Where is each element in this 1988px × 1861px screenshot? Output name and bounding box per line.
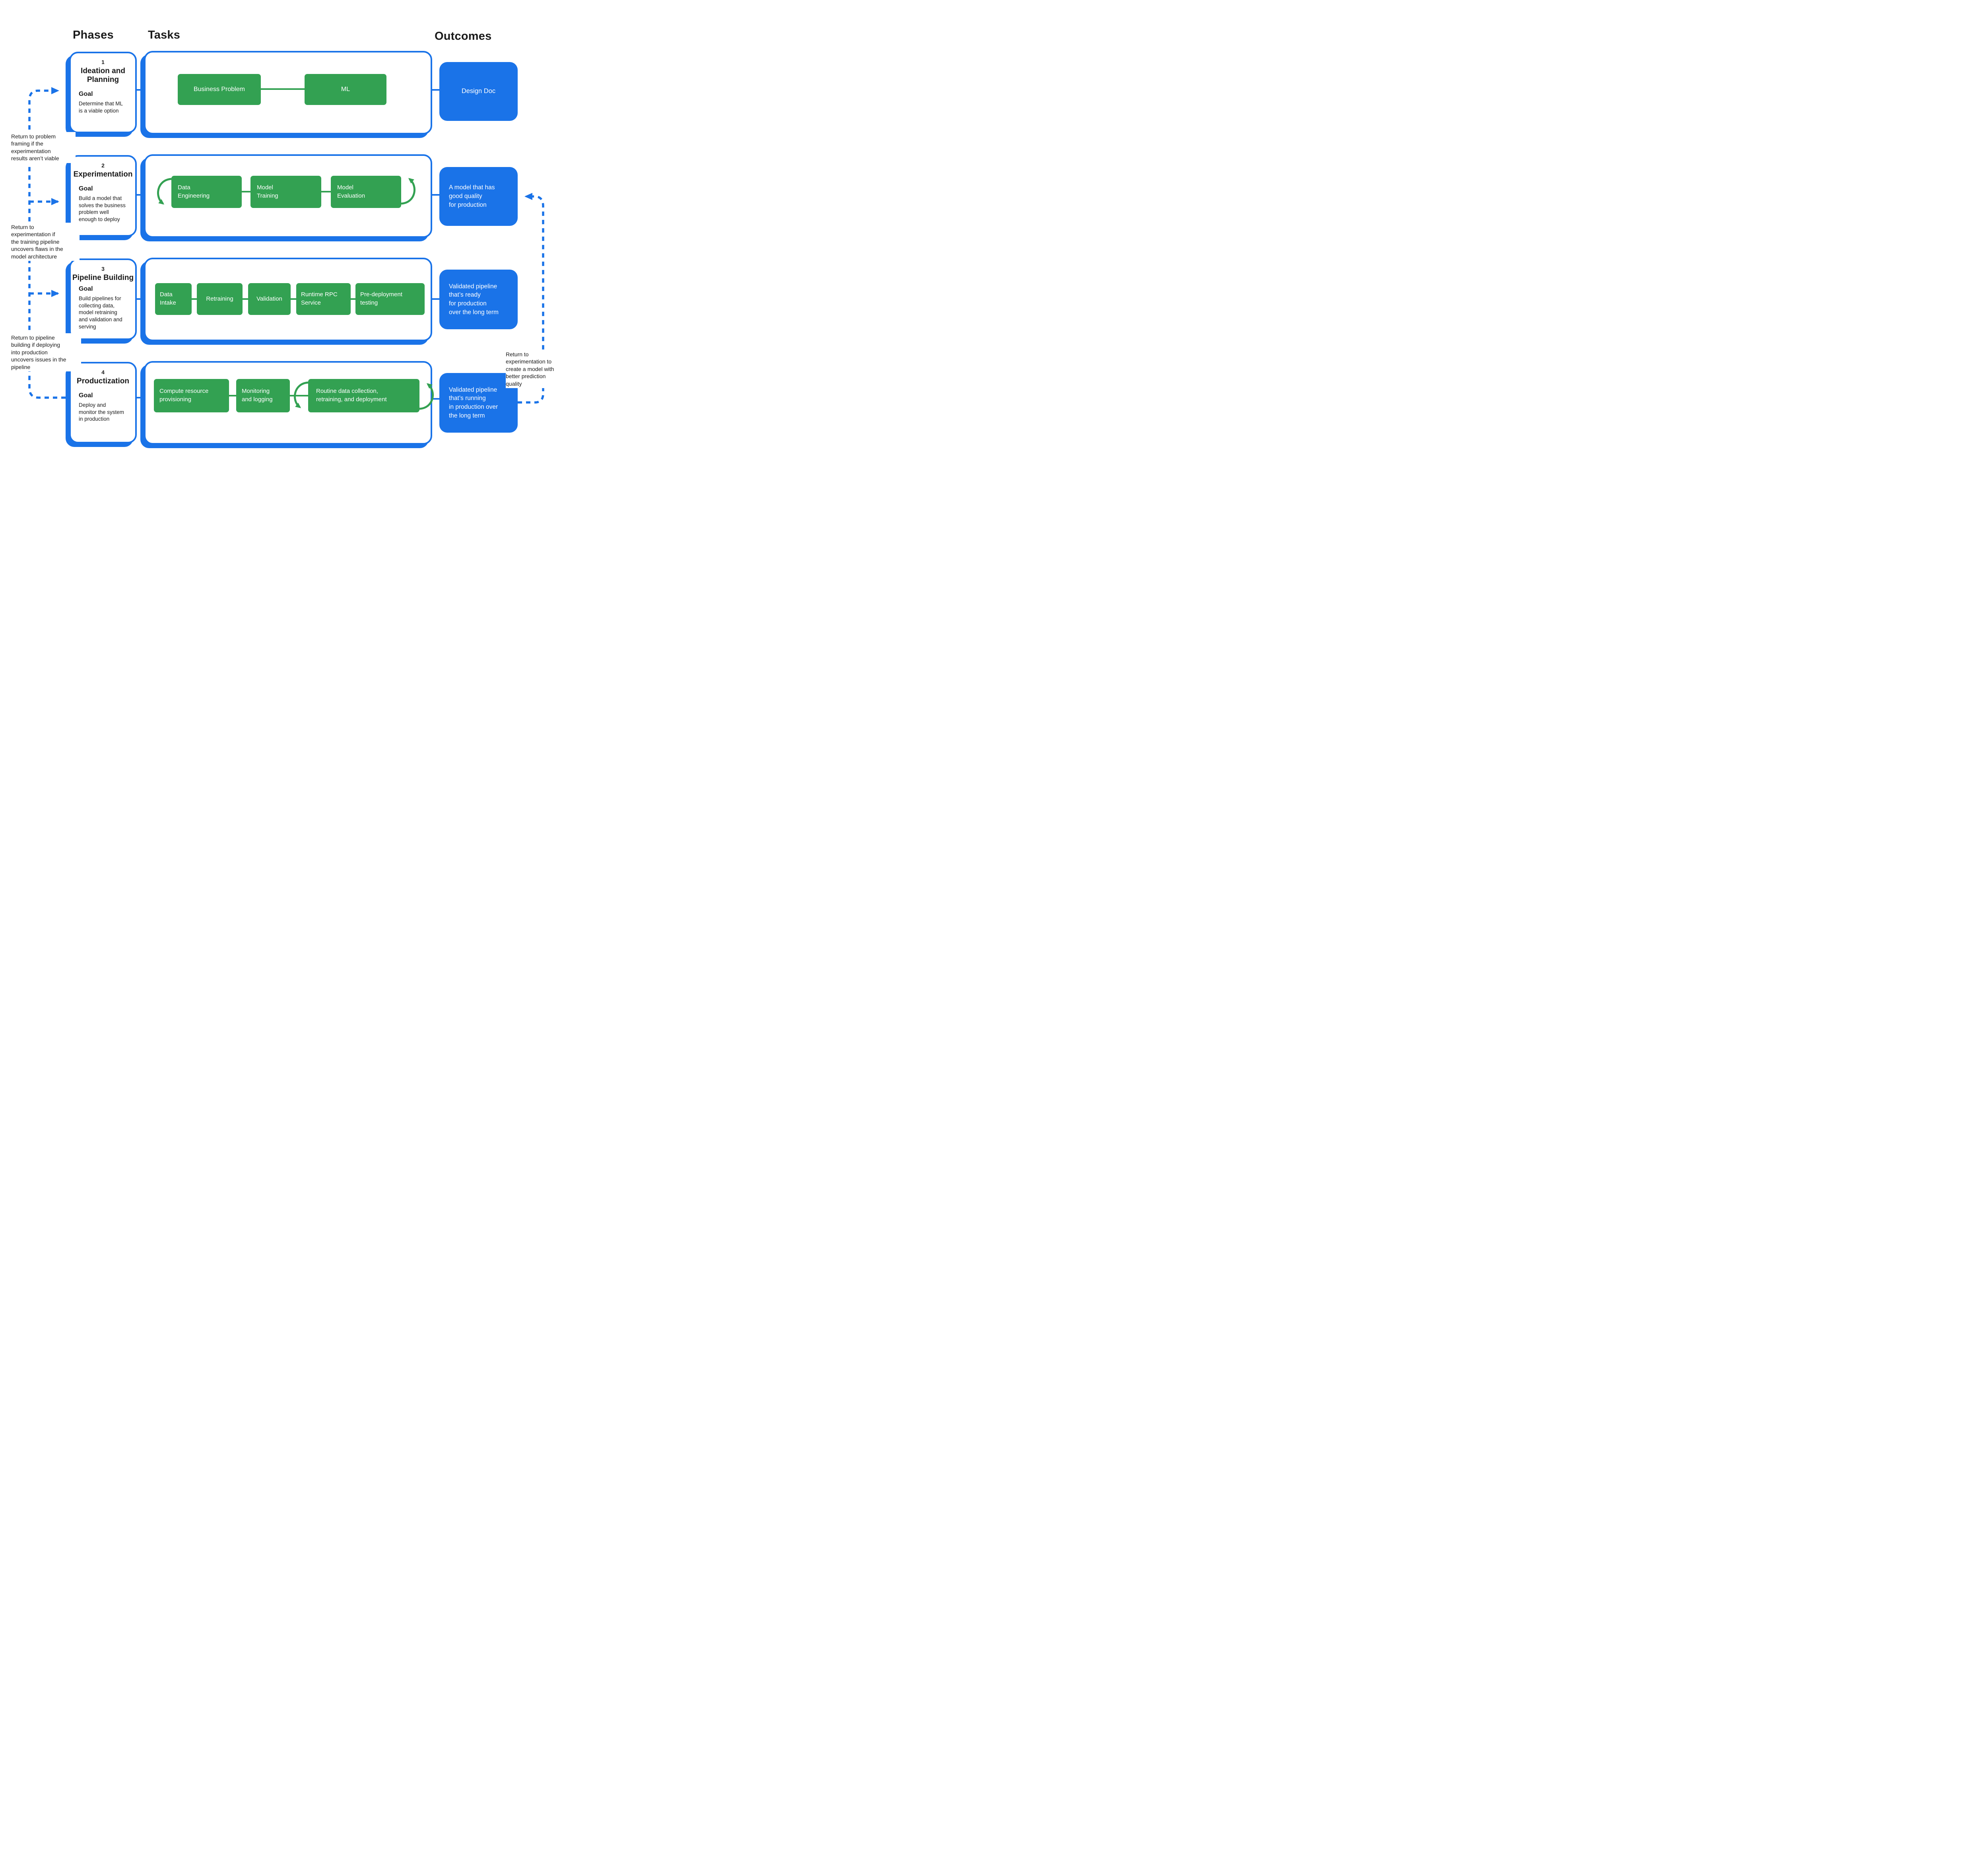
- mlops-phases-diagram: Phases Tasks Outcomes 1 Ideation and Pla…: [0, 0, 564, 465]
- goal-label: Goal: [79, 392, 93, 399]
- task-routine-data-collection: Routine data collection, retraining, and…: [308, 379, 419, 412]
- task-validation: Validation: [248, 283, 291, 315]
- task-runtime-rpc-service: Runtime RPC Service: [296, 283, 351, 315]
- note-return-to-experimentation: Return to experimentation if the trainin…: [11, 223, 80, 261]
- outcome-validated-pipeline-running: Validated pipeline that’s running in pro…: [439, 373, 518, 433]
- task-business-problem: Business Problem: [178, 74, 261, 105]
- outcome-model-good-quality: A model that has good quality for produc…: [439, 167, 518, 226]
- phase-title: Ideation and Planning: [81, 67, 125, 84]
- goal-text: Determine that ML is a viable option: [79, 100, 123, 114]
- task-model-training: Model Training: [250, 176, 321, 208]
- phase-title: Experimentation: [73, 170, 133, 179]
- task-monitoring-and-logging: Monitoring and logging: [236, 379, 290, 412]
- phase-number: 4: [101, 369, 105, 375]
- goal-text: Deploy and monitor the system in product…: [79, 402, 124, 422]
- task-ml: ML: [305, 74, 386, 105]
- goal-label: Goal: [79, 185, 93, 192]
- phase-card-productization: 4 Productization Goal Deploy and monitor…: [69, 362, 137, 443]
- phases-column-header: Phases: [73, 29, 114, 41]
- phase-number: 1: [101, 59, 105, 65]
- note-return-to-problem-framing: Return to problem framing if the experim…: [11, 132, 76, 163]
- phase-card-ideation: 1 Ideation and Planning Goal Determine t…: [69, 52, 137, 133]
- outcomes-column-header: Outcomes: [435, 30, 492, 43]
- goal-text: Build pipelines for collecting data, mod…: [79, 295, 122, 330]
- goal-label: Goal: [79, 90, 93, 97]
- note-return-to-experimentation-right: Return to experimentation to create a mo…: [506, 350, 564, 389]
- task-data-intake: Data Intake: [155, 283, 192, 315]
- goal-label: Goal: [79, 285, 93, 292]
- note-return-to-pipeline-building: Return to pipeline building if deploying…: [11, 333, 81, 372]
- goal-text: Build a model that solves the business p…: [79, 195, 126, 223]
- outcome-design-doc: Design Doc: [439, 62, 518, 121]
- phase-number: 2: [101, 162, 105, 169]
- outcome-validated-pipeline-ready: Validated pipeline that’s ready for prod…: [439, 270, 518, 329]
- phase-number: 3: [101, 266, 105, 272]
- task-compute-resource-provisioning: Compute resource provisioning: [154, 379, 229, 412]
- phase-title: Pipeline Building: [72, 274, 134, 282]
- phase-title: Productization: [77, 377, 129, 385]
- tasks-column-header: Tasks: [148, 29, 181, 41]
- task-pre-deployment-testing: Pre-deployment testing: [355, 283, 425, 315]
- task-model-evaluation: Model Evaluation: [331, 176, 401, 208]
- phase-card-pipeline-building: 3 Pipeline Building Goal Build pipelines…: [69, 258, 137, 340]
- phase-card-experimentation: 2 Experimentation Goal Build a model tha…: [69, 155, 137, 237]
- task-data-engineering: Data Engineering: [171, 176, 242, 208]
- task-retraining: Retraining: [197, 283, 243, 315]
